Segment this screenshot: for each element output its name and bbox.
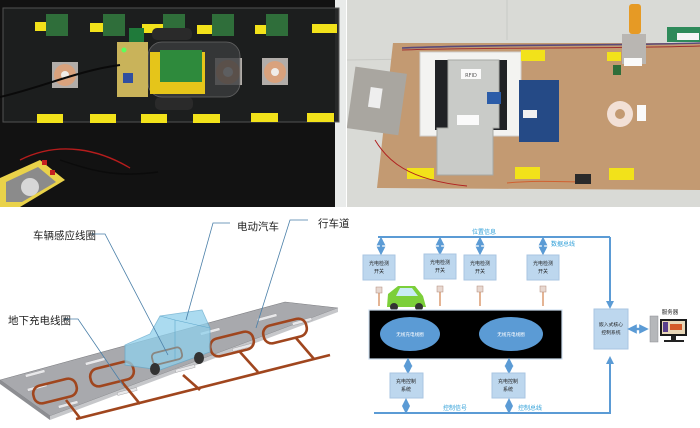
label-data-bus: 数据总线	[551, 240, 575, 248]
yellow-tapes	[407, 50, 634, 180]
multimeter	[0, 160, 65, 207]
svg-text:充电控制: 充电控制	[396, 378, 416, 385]
road-charging-illustration: 车辆感应线圈 电动汽车 行车道 地下充电线圈	[0, 217, 350, 421]
svg-text:光电检测: 光电检测	[430, 259, 450, 266]
svg-text:光电检测: 光电检测	[470, 260, 490, 267]
detection-switch-box: 光电检测 开关	[423, 253, 457, 280]
system-architecture-diagram: 位置信息 数据总线 光电检测 开关 光电检测 开关 光电检测	[362, 228, 687, 414]
top-data-bus	[378, 236, 614, 309]
label-electric-car: 电动汽车	[237, 220, 279, 233]
svg-text:控制系统: 控制系统	[601, 329, 620, 336]
label-control-bus: 控制总线	[518, 404, 542, 412]
label-roadway: 行车道	[318, 217, 350, 230]
label-underground-coil: 地下充电线圈	[8, 314, 71, 327]
coil-control-arrows	[403, 357, 514, 375]
detection-switch-box: 光电检测 开关	[463, 254, 497, 281]
svg-text:开关: 开关	[435, 267, 445, 274]
callout-lines	[64, 219, 308, 386]
wireless-coil-ellipses: 无线充电线圈 无线充电线圈	[380, 317, 543, 351]
lane-markers	[24, 313, 313, 409]
photoelectric-sensor	[622, 4, 646, 66]
robot-car	[117, 28, 241, 110]
svg-text:开关: 开关	[538, 268, 548, 275]
electric-car-model	[124, 309, 211, 375]
transmitter-coil	[607, 65, 646, 127]
server-label: 服务器	[662, 308, 679, 316]
photo-system-board: RFID	[347, 0, 700, 207]
green-car-icon	[387, 286, 426, 311]
receiver-boards	[46, 14, 288, 36]
photo-prototype-track	[0, 0, 346, 207]
embedded-core-controller: 嵌入式核心 控制系统	[593, 308, 629, 350]
photo-prototype-track-image	[0, 0, 346, 207]
svg-text:嵌入式核心: 嵌入式核心	[599, 321, 623, 328]
svg-text:光电检测: 光电检测	[533, 260, 553, 267]
coil-label: 无线充电线圈	[396, 331, 424, 338]
label-position-info: 位置信息	[472, 228, 496, 236]
svg-text:系统: 系统	[503, 386, 513, 393]
svg-text:开关: 开关	[374, 268, 384, 275]
label-vehicle-coil: 车辆感应线圈	[33, 229, 96, 242]
diagram-road-charging: 车辆感应线圈 电动汽车 行车道 地下充电线圈	[0, 210, 360, 428]
diagram-system-architecture: 位置信息 数据总线 光电检测 开关 光电检测 开关 光电检测	[360, 210, 700, 428]
rfid-label: RFID	[465, 73, 477, 79]
detection-switch-boxes: 光电检测 开关 光电检测 开关 光电检测 开关 光电检测 开关	[362, 253, 560, 281]
charge-control-box: 充电控制 系统	[389, 372, 424, 399]
bottom-control-bus	[374, 356, 614, 414]
rfid-reader: RFID	[419, 51, 522, 176]
power-supply	[347, 66, 407, 136]
detection-switch-box: 光电检测 开关	[362, 254, 396, 281]
photo-system-board-image: RFID	[347, 0, 700, 207]
coil-label: 无线充电线圈	[497, 331, 525, 338]
label-control-signal: 控制信号	[443, 404, 467, 412]
underground-coils	[31, 317, 331, 421]
detection-switch-box: 光电检测 开关	[526, 254, 560, 281]
charge-control-box: 充电控制 系统	[491, 372, 526, 399]
sensor-posts	[375, 285, 547, 306]
yellow-tape-bottom-row	[37, 113, 334, 123]
svg-text:开关: 开关	[475, 268, 485, 275]
switch-arrows	[376, 236, 548, 256]
server-computer-icon: 服务器	[649, 308, 687, 343]
svg-text:充电控制: 充电控制	[498, 378, 518, 385]
svg-text:光电检测: 光电检测	[369, 260, 389, 267]
svg-text:系统: 系统	[401, 386, 411, 393]
